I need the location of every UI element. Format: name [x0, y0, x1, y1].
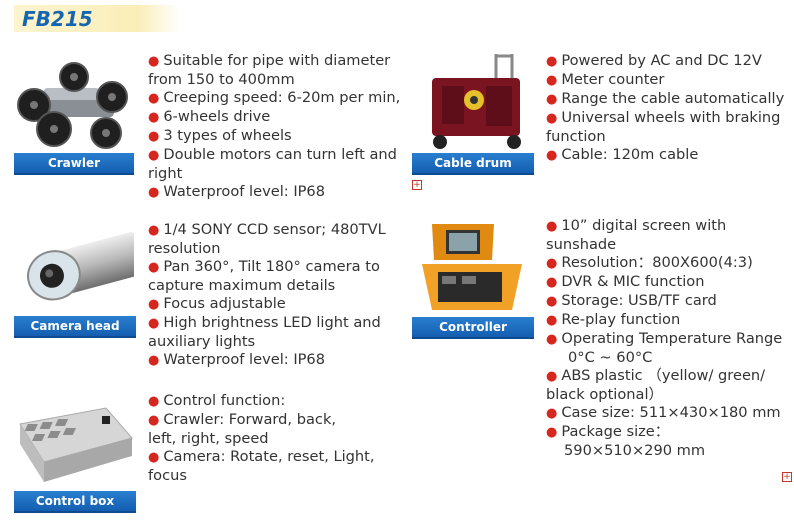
list-item: left, right, speed — [148, 430, 269, 447]
page-title: FB215 — [22, 7, 93, 31]
bullet-icon: ● — [148, 413, 160, 428]
list-item: ●Range the cable automatically — [546, 90, 785, 107]
controller-specs: ●10” digital screen with sunshade ●Resol… — [546, 217, 790, 460]
camera-head-label: Camera head — [14, 316, 136, 338]
list-item: ●Double motors can turn left and right — [148, 146, 397, 182]
bullet-icon: ● — [148, 148, 160, 163]
list-item: ●DVR & MIC function — [546, 273, 705, 290]
list-item: ●Meter counter — [546, 71, 665, 88]
list-item: ●10” digital screen with sunshade — [546, 217, 727, 253]
list-item: ●Control function: — [148, 392, 286, 409]
bullet-icon: ● — [546, 148, 558, 163]
controller-image — [412, 220, 534, 318]
camera-head-image — [14, 218, 134, 318]
list-item: ●Focus adjustable — [148, 295, 286, 312]
list-item: ●Resolution：800X600(4:3) — [546, 254, 753, 271]
control-box-specs: ●Control function: ●Crawler: Forward, ba… — [148, 392, 410, 485]
list-item: ●Universal wheels with braking function — [546, 109, 781, 145]
control-box-image — [14, 398, 136, 492]
bullet-icon: ● — [148, 260, 160, 275]
bullet-icon: ● — [546, 54, 558, 69]
list-item: ●6-wheels drive — [148, 108, 271, 125]
control-box-label: Control box — [14, 491, 136, 513]
bullet-icon: ● — [148, 353, 160, 368]
list-item: ●Re-play function — [546, 311, 681, 328]
list-item: 590×510×290 mm — [564, 442, 706, 459]
list-item: ●Package size： — [546, 423, 670, 440]
list-item: ●Waterproof level: IP68 — [148, 183, 325, 200]
expand-icon[interactable]: + — [782, 472, 792, 482]
bullet-icon: ● — [546, 275, 558, 290]
list-item: ●Case size: 511×430×180 mm — [546, 404, 781, 421]
bullet-icon: ● — [148, 91, 160, 106]
list-item: ●Crawler: Forward, back, — [148, 411, 337, 428]
bullet-icon: ● — [546, 369, 558, 384]
crawler-specs: ●Suitable for pipe with diameter from 15… — [148, 52, 410, 202]
bullet-icon: ● — [546, 406, 558, 421]
list-item: 0°C ~ 60°C — [568, 349, 653, 366]
crawler-label: Crawler — [14, 153, 134, 175]
bullet-icon: ● — [546, 256, 558, 271]
bullet-icon: ● — [546, 219, 558, 234]
controller-label: Controller — [412, 317, 534, 339]
bullet-icon: ● — [546, 111, 558, 126]
bullet-icon: ● — [546, 313, 558, 328]
camera-head-specs: ●1/4 SONY CCD sensor; 480TVL resolution … — [148, 221, 408, 370]
list-item: ●Powered by AC and DC 12V — [546, 52, 762, 69]
bullet-icon: ● — [148, 110, 160, 125]
list-item: ●Storage: USB/TF card — [546, 292, 717, 309]
expand-icon[interactable]: + — [412, 180, 422, 190]
bullet-icon: ● — [148, 394, 160, 409]
cable-drum-image — [412, 50, 534, 154]
bullet-icon: ● — [148, 316, 160, 331]
list-item: ●1/4 SONY CCD sensor; 480TVL resolution — [148, 221, 386, 257]
bullet-icon: ● — [546, 92, 558, 107]
bullet-icon: ● — [148, 223, 160, 238]
bullet-icon: ● — [546, 425, 558, 440]
bullet-icon: ● — [148, 185, 160, 200]
list-item: ●Camera: Rotate, reset, Light, focus — [148, 448, 375, 484]
bullet-icon: ● — [148, 54, 160, 69]
bullet-icon: ● — [148, 129, 160, 144]
bullet-icon: ● — [148, 297, 160, 312]
list-item: ●Suitable for pipe with diameter from 15… — [148, 52, 391, 88]
list-item: ●3 types of wheels — [148, 127, 292, 144]
bullet-icon: ● — [546, 294, 558, 309]
cable-drum-label: Cable drum — [412, 153, 534, 175]
list-item: ●Creeping speed: 6-20m per min, — [148, 89, 401, 106]
list-item: ●Cable: 120m cable — [546, 146, 699, 163]
crawler-image — [14, 55, 134, 155]
list-item: ●Operating Temperature Range — [546, 330, 783, 347]
bullet-icon: ● — [546, 73, 558, 88]
cable-drum-specs: ●Powered by AC and DC 12V ●Meter counter… — [546, 52, 786, 165]
bullet-icon: ● — [148, 450, 160, 465]
list-item: ●Pan 360°, Tilt 180° camera to capture m… — [148, 258, 380, 294]
list-item: ●ABS plastic （yellow/ green/ black optio… — [546, 367, 766, 403]
list-item: ●High brightness LED light and auxiliary… — [148, 314, 381, 350]
list-item: ●Waterproof level: IP68 — [148, 351, 325, 368]
bullet-icon: ● — [546, 332, 558, 347]
title-banner: FB215 — [14, 5, 180, 32]
